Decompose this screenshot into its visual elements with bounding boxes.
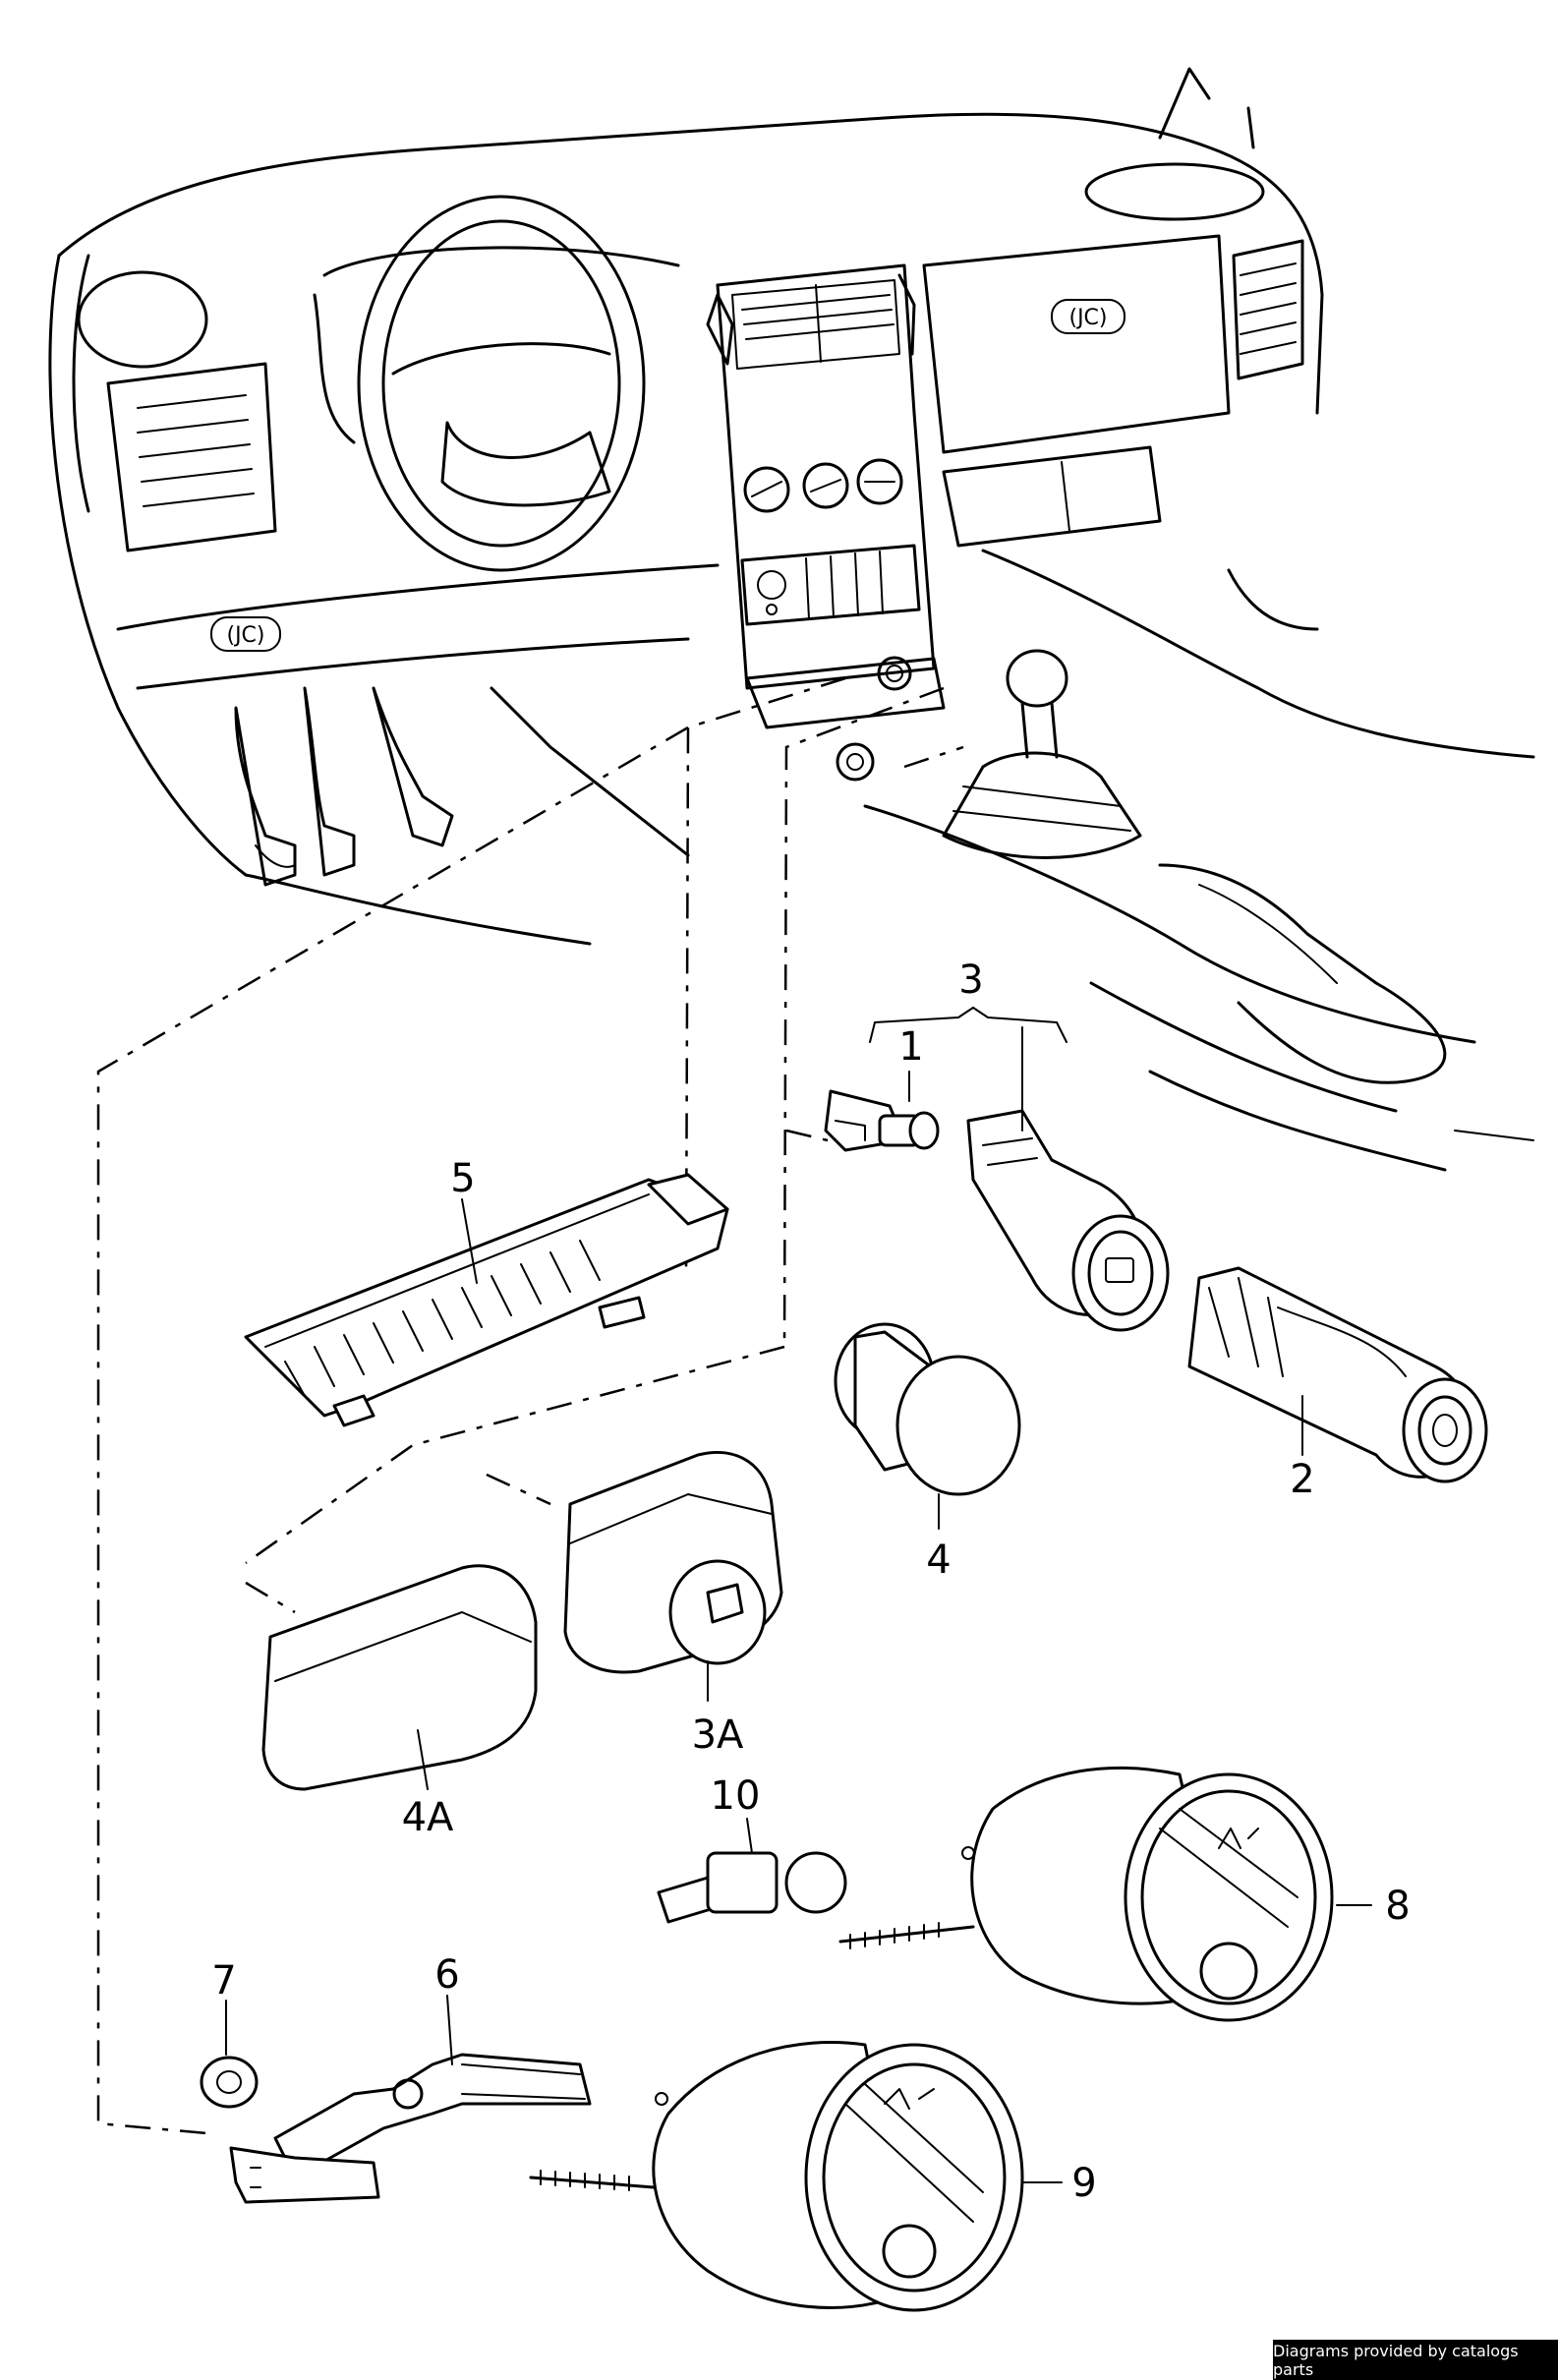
callout-labels: 3 1 5 2 4 3A 4A 10 8 9 7 6 bbox=[211, 958, 1410, 2206]
dashed-leader-lines bbox=[96, 676, 964, 2135]
part-3a-switch-housing bbox=[563, 1450, 783, 1674]
callout-leaders bbox=[225, 1007, 1372, 2183]
callout-4: 4 bbox=[926, 1538, 951, 1583]
callout-9: 9 bbox=[1071, 2161, 1096, 2206]
part-8-gauge bbox=[838, 1766, 1334, 2022]
diagram-credit-footer: Diagrams provided by catalogs parts bbox=[1273, 2340, 1558, 2380]
callout-2: 2 bbox=[1290, 1457, 1314, 1502]
callout-5: 5 bbox=[450, 1156, 475, 1201]
part-4a-blank-cover bbox=[261, 1564, 538, 1791]
dashboard-illustration: (JC) (JC) bbox=[48, 67, 1535, 1172]
callout-4a: 4A bbox=[402, 1795, 454, 1840]
callout-8: 8 bbox=[1385, 1884, 1410, 1929]
part-10-bulb bbox=[657, 1851, 847, 1924]
dash-tag-left: (JC) bbox=[226, 623, 264, 648]
part-9-gauge bbox=[529, 2041, 1024, 2312]
callout-10: 10 bbox=[711, 1773, 761, 1819]
part-6-wire-harness bbox=[229, 2053, 592, 2204]
callout-7: 7 bbox=[211, 1958, 236, 2003]
callout-1: 1 bbox=[898, 1024, 923, 1070]
part-5-cover-panel bbox=[244, 1173, 729, 1427]
callout-3a: 3A bbox=[692, 1712, 744, 1758]
part-7-nut bbox=[200, 2056, 259, 2109]
part-1-bulb-holder bbox=[785, 1089, 940, 1152]
part-2-lighter-element bbox=[1187, 1266, 1488, 1483]
dash-tag-right: (JC) bbox=[1068, 306, 1107, 330]
callout-6: 6 bbox=[434, 1952, 459, 1998]
part-3-lighter-socket bbox=[966, 1109, 1170, 1332]
part-4-blanking-plug bbox=[834, 1322, 1021, 1496]
callout-3: 3 bbox=[958, 958, 983, 1003]
